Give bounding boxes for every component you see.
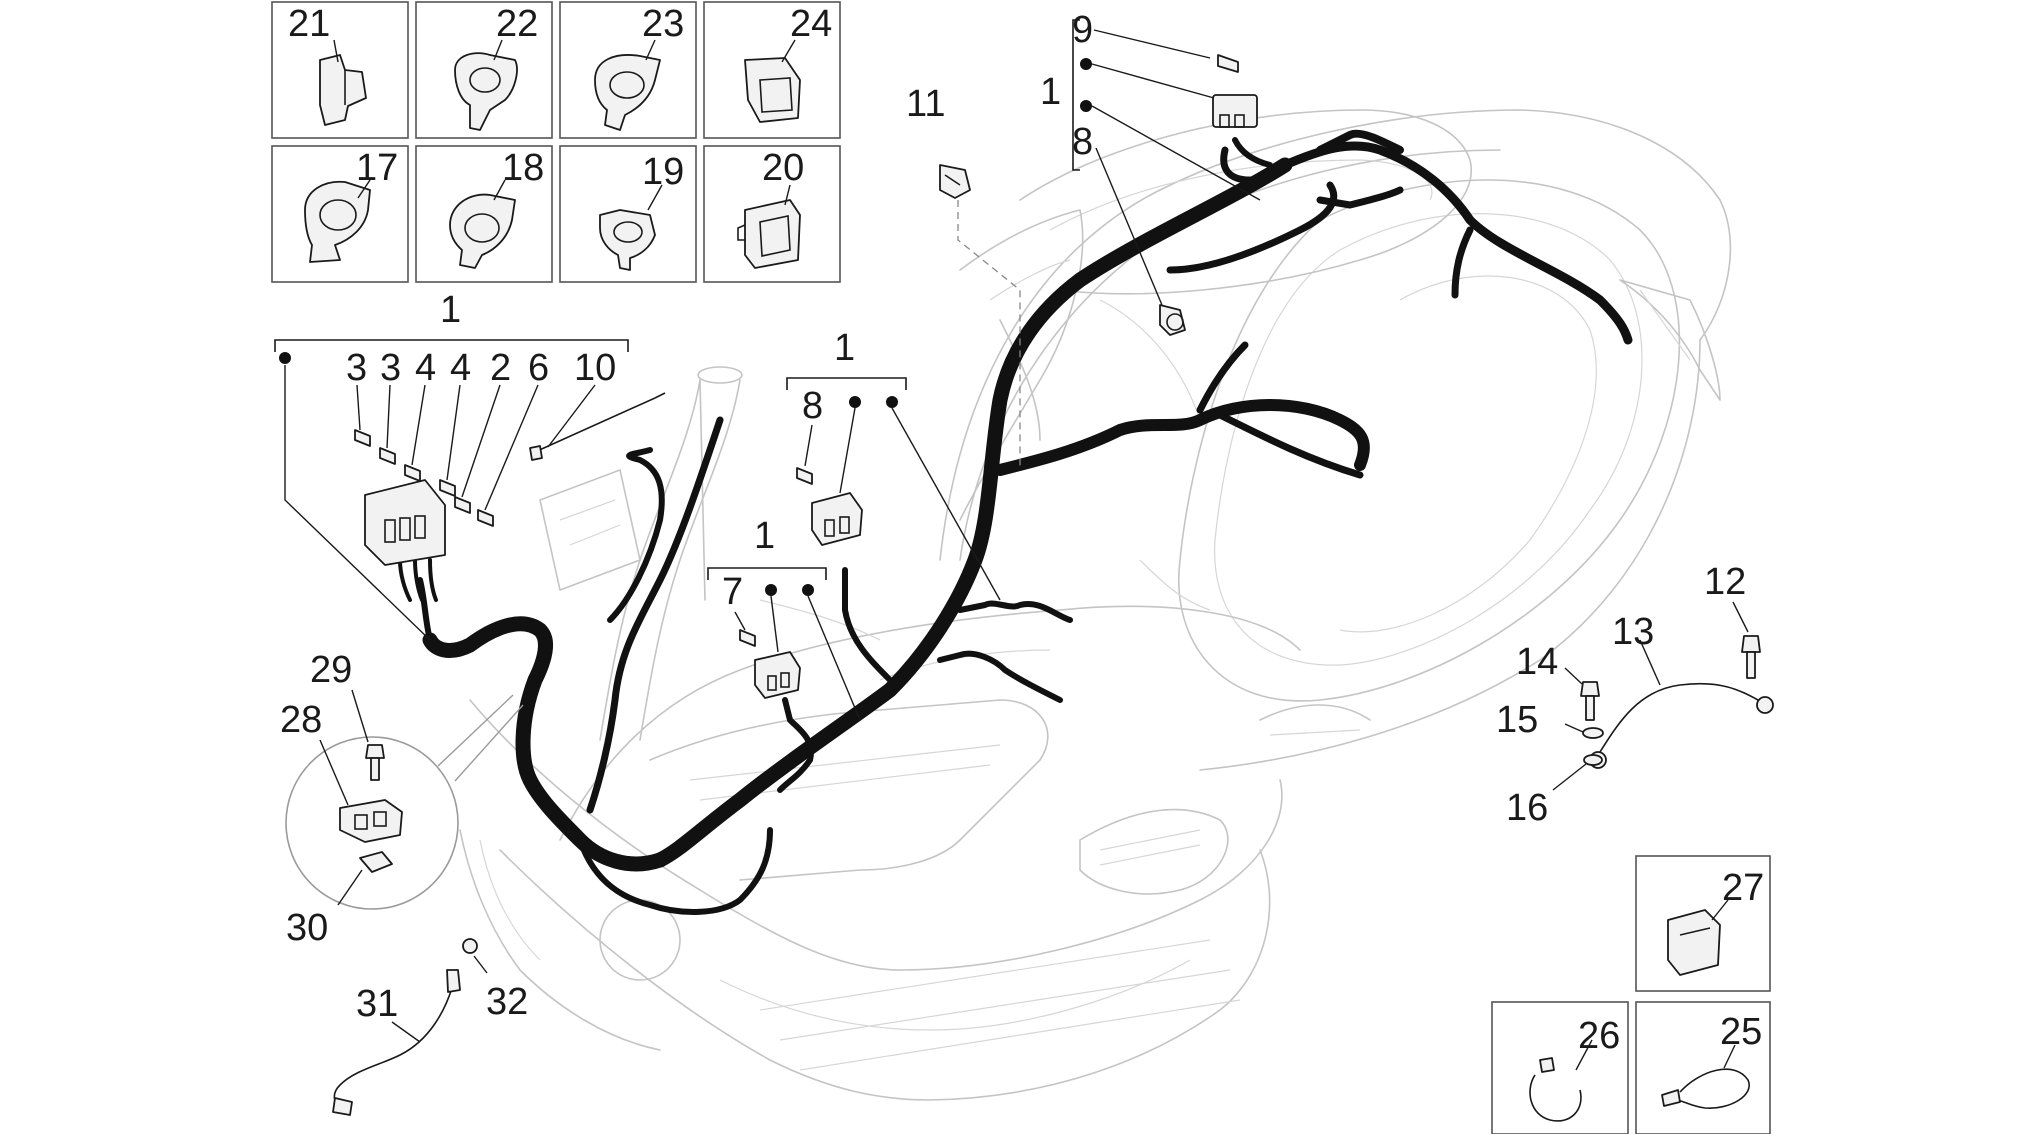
callout-19: 19 <box>642 151 684 193</box>
callout-30: 30 <box>286 907 328 949</box>
callout-4b: 4 <box>450 347 471 389</box>
kit-bracket-top <box>957 19 1261 470</box>
callout-8-top: 8 <box>1072 121 1093 163</box>
callout-22: 22 <box>496 3 538 45</box>
callout-8-mid: 8 <box>802 385 823 427</box>
callout-26: 26 <box>1578 1015 1620 1057</box>
sensor-28 <box>319 739 403 843</box>
washer-15 <box>1564 723 1604 739</box>
clip-tile-24 <box>703 1 841 139</box>
callout-7: 7 <box>722 571 743 613</box>
callout-1-mid: 1 <box>834 327 855 369</box>
callout-25: 25 <box>1720 1011 1762 1053</box>
sensor-cable-31 <box>332 969 461 1116</box>
callout-2: 2 <box>490 347 511 389</box>
clip-30 <box>337 851 393 906</box>
callout-15: 15 <box>1496 699 1538 741</box>
fuse-3b <box>379 447 396 465</box>
callout-23: 23 <box>642 3 684 45</box>
callout-27: 27 <box>1722 867 1764 909</box>
kit-bracket-mid <box>786 377 1001 601</box>
bolt-29 <box>351 689 385 781</box>
callout-24: 24 <box>790 3 832 45</box>
ground-cable-13 <box>1589 639 1774 769</box>
part-tile-26 <box>1491 1001 1629 1135</box>
clip-tile-20 <box>703 145 841 283</box>
callout-29: 29 <box>310 649 352 691</box>
callout-18: 18 <box>502 147 544 189</box>
fuse-top <box>1217 54 1239 73</box>
callout-13: 13 <box>1612 611 1654 653</box>
bolt-14 <box>1564 667 1600 721</box>
fuse-box <box>364 479 446 566</box>
callout-21: 21 <box>288 3 330 45</box>
callout-11: 11 <box>906 83 945 125</box>
fuse-2 <box>454 496 471 514</box>
callout-6: 6 <box>528 347 549 389</box>
fuse-4a <box>404 464 421 482</box>
callout-17: 17 <box>356 147 398 189</box>
callout-3a: 3 <box>346 347 367 389</box>
clip-tile-18 <box>415 145 553 283</box>
callout-32: 32 <box>486 981 528 1023</box>
callout-14: 14 <box>1516 641 1558 683</box>
part-tile-25 <box>1635 1001 1771 1135</box>
fuse-7 <box>739 629 756 647</box>
fuse-8-mid <box>796 467 813 485</box>
callout-1-top: 1 <box>1040 71 1061 113</box>
callout-20: 20 <box>762 147 804 189</box>
clip-tile-17 <box>271 145 409 283</box>
callout-labels: 21 22 23 24 17 18 19 20 9 1 8 11 1 3 3 4… <box>280 3 1764 1057</box>
callout-4a: 4 <box>415 347 436 389</box>
relay-mid <box>811 492 863 546</box>
callout-10: 10 <box>574 347 616 389</box>
main-wiring-harness <box>398 129 1633 915</box>
scooter-body-outline <box>459 109 1732 1101</box>
clamp-8-top <box>1159 304 1186 336</box>
fuse-3a <box>354 429 371 447</box>
grommet-32 <box>462 938 488 974</box>
bolt-12 <box>1732 601 1761 679</box>
kit-bracket-low <box>707 567 861 721</box>
callout-1-left: 1 <box>440 289 461 331</box>
cable-tie-10 <box>529 392 666 461</box>
callout-16: 16 <box>1506 787 1548 829</box>
clip-tile-23 <box>559 1 697 139</box>
callout-12: 12 <box>1704 561 1746 603</box>
clamp-11 <box>939 164 971 199</box>
fuse-4b <box>439 479 456 497</box>
clip-tile-22 <box>415 1 553 139</box>
part-tile-27 <box>1635 855 1771 992</box>
callout-31: 31 <box>356 983 398 1025</box>
clip-tile-21 <box>271 1 409 139</box>
clip-tile-19 <box>559 145 697 283</box>
callout-3b: 3 <box>380 347 401 389</box>
callout-28: 28 <box>280 699 322 741</box>
callout-9: 9 <box>1072 9 1093 51</box>
kit-bracket-left <box>274 339 629 641</box>
relay-top <box>1212 94 1258 128</box>
washer-16 <box>1552 754 1603 791</box>
fuse-6 <box>477 509 494 527</box>
callout-1-low: 1 <box>754 515 775 557</box>
relay-low <box>754 651 801 699</box>
